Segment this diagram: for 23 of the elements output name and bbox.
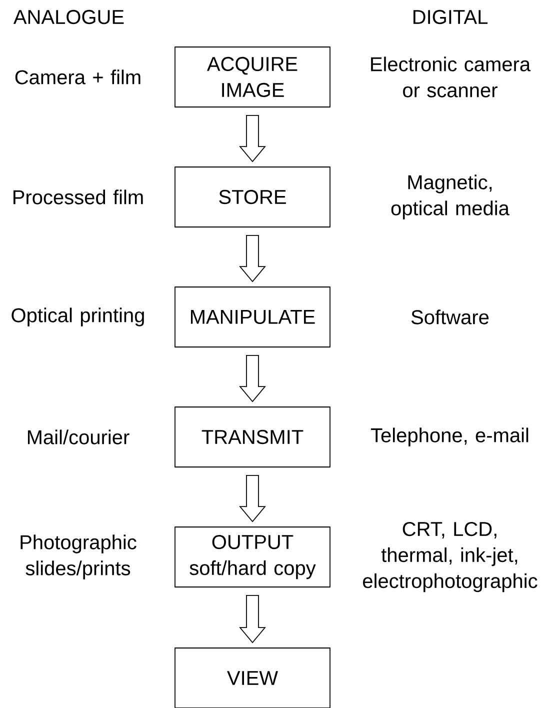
block-arrow	[239, 235, 266, 282]
process-box: ACQUIRE IMAGE	[174, 46, 330, 108]
block-arrow	[239, 595, 266, 644]
side-note: Mail/courier	[28, 430, 130, 444]
block-arrow	[239, 475, 266, 522]
side-note: Processed film	[14, 190, 143, 204]
process-box: STORE	[174, 166, 330, 228]
process-box: MANIPULATE	[174, 286, 330, 348]
block-arrow	[239, 355, 266, 402]
process-box: VIEW	[174, 648, 330, 708]
side-note: Magnetic, optical media	[391, 174, 510, 220]
column-heading: ANALOGUE	[13, 10, 124, 24]
process-box: TRANSMIT	[174, 406, 330, 468]
side-note: Software	[411, 310, 489, 324]
block-arrow	[239, 115, 266, 162]
side-note: Telephone, e-mail	[370, 428, 528, 446]
process-box: OUTPUT soft/hard copy	[174, 526, 330, 588]
side-note: Optical printing	[12, 308, 144, 326]
side-note: Camera + film	[15, 70, 140, 84]
side-note: Electronic camera or scanner	[371, 56, 531, 98]
side-note: CRT, LCD, thermal, ink-jet, electrophotographic	[363, 522, 538, 592]
side-note: Photographic slides/prints	[20, 534, 136, 580]
column-heading: DIGITAL	[414, 10, 488, 24]
